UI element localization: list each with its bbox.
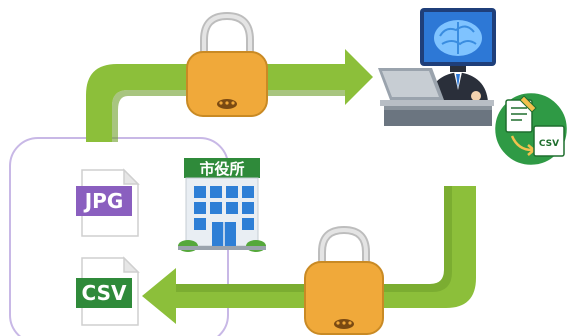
robot-brain-icon (420, 8, 496, 102)
padlock-icon (186, 11, 268, 117)
jpg-file-label: JPG (83, 189, 124, 213)
csv-file-label: CSV (82, 281, 127, 305)
city-hall-sign: 市役所 (199, 160, 244, 178)
jpg-file-icon: JPG (76, 168, 140, 237)
laptop-icon (378, 68, 494, 126)
conversion-badge-label: CSV (539, 139, 559, 149)
city-hall-icon: 市役所 (178, 158, 266, 252)
padlock-icon (304, 225, 384, 335)
return-arrow (142, 186, 476, 324)
csv-conversion-icon: CSV (492, 90, 570, 168)
upload-arrow (86, 49, 373, 142)
csv-file-icon: CSV (76, 256, 140, 326)
